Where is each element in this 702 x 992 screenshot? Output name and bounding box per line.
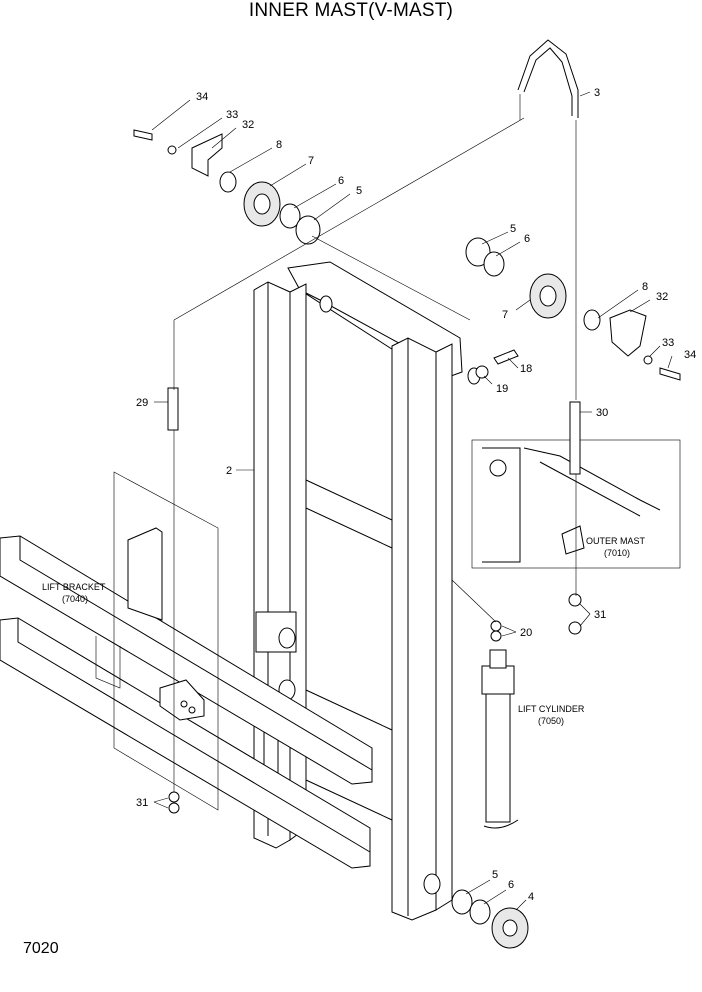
callout-3: 3 xyxy=(594,87,600,99)
outer-mast-inset xyxy=(471,439,681,569)
callout-8-upper: 8 xyxy=(276,139,282,151)
callout-5-upper: 5 xyxy=(356,185,362,197)
callout-32-upper: 32 xyxy=(242,119,254,131)
leader-lines xyxy=(151,91,673,911)
anchor-bolt-30 xyxy=(569,401,581,475)
anchor-bolt-29 xyxy=(167,387,179,431)
callout-34-upper: 34 xyxy=(196,91,208,103)
callout-31-right: 31 xyxy=(594,609,606,621)
page-title: INNER MAST(V-MAST) xyxy=(248,0,454,21)
callout-8-right: 8 xyxy=(642,281,648,293)
callout-6-lower: 6 xyxy=(508,879,514,891)
lift-cylinder-label: LIFT CYLINDER xyxy=(518,704,585,714)
callout-18: 18 xyxy=(520,363,532,375)
upper-left-sheave-parts xyxy=(133,129,321,245)
callout-5-right: 5 xyxy=(510,223,516,235)
lift-cylinder-ref: (7050) xyxy=(538,716,564,726)
callout-7-right: 7 xyxy=(502,309,508,321)
lift-bracket-label: LIFT BRACKET xyxy=(42,582,106,592)
right-sheave-parts xyxy=(465,237,681,381)
callout-33-right: 33 xyxy=(662,337,674,349)
callout-30: 30 xyxy=(596,407,608,419)
callout-2: 2 xyxy=(226,465,232,477)
page-number: 7020 xyxy=(23,940,59,957)
callout-6-upper: 6 xyxy=(338,175,344,187)
lift-bracket-assembly xyxy=(0,471,373,869)
callout-4: 4 xyxy=(528,891,534,903)
callout-6-right: 6 xyxy=(524,233,530,245)
callout-19: 19 xyxy=(496,383,508,395)
outer-mast-ref: (7010) xyxy=(604,548,630,558)
callout-29: 29 xyxy=(136,397,148,409)
lift-chain xyxy=(517,39,579,400)
callout-32-right: 32 xyxy=(656,291,668,303)
callout-7-upper: 7 xyxy=(308,155,314,167)
callout-20: 20 xyxy=(520,627,532,639)
callout-5-lower: 5 xyxy=(492,869,498,881)
outer-mast-label: OUTER MAST xyxy=(586,536,646,546)
lift-cylinder xyxy=(481,649,519,829)
lower-parts xyxy=(168,593,582,949)
callout-33-upper: 33 xyxy=(226,109,238,121)
assembly-lines xyxy=(173,117,577,792)
lift-bracket-ref: (7040) xyxy=(62,594,88,604)
callout-31-left: 31 xyxy=(136,797,148,809)
callout-34-right: 34 xyxy=(684,349,696,361)
